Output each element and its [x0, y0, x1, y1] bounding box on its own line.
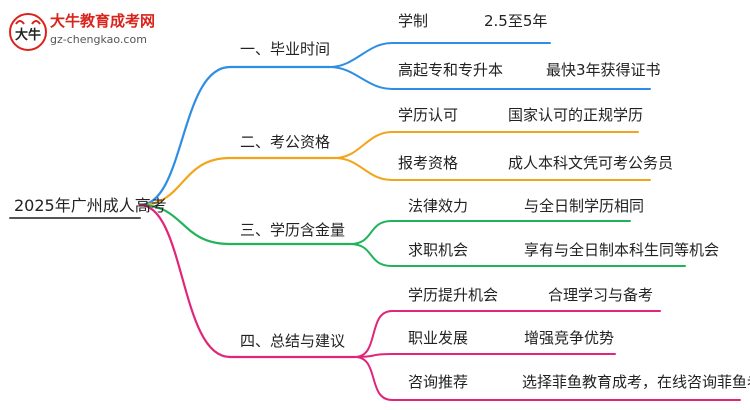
- branch-label-summary: 四、总结与建议: [240, 332, 346, 350]
- branch-label-civil-service: 二、考公资格: [240, 133, 331, 151]
- leaf-connector-civil-service-0: [334, 131, 639, 159]
- leaf-key-legal-effect: 法律效力: [408, 197, 469, 215]
- leaf-connector-civil-service-1: [334, 157, 651, 181]
- leaf-value-career-development: 增强竞争优势: [524, 329, 615, 347]
- leaf-key-career-development: 职业发展: [408, 329, 469, 347]
- logo-title: 大牛教育成考网: [50, 12, 156, 30]
- leaf-key-duration: 学制: [398, 12, 429, 30]
- branch-label-graduation-time: 一、毕业时间: [240, 40, 331, 58]
- logo-url: gz-chengkao.com: [50, 33, 147, 46]
- branch-connector-civil-service: [138, 156, 337, 207]
- leaf-value-recognition: 国家认可的正规学历: [508, 106, 644, 124]
- ox-head-logo-icon: 大牛: [9, 13, 47, 51]
- leaf-connector-summary-2: [354, 356, 741, 401]
- leaf-key-recognition: 学历认可: [398, 106, 459, 124]
- branch-connector-degree-value: [138, 203, 352, 246]
- leaf-value-program-types: 最快3年获得证书: [546, 61, 661, 79]
- leaf-value-job-opportunity: 享有与全日制本科生同等机会: [524, 241, 720, 259]
- leaf-value-eligibility: 成人本科文凭可考公务员: [508, 154, 674, 172]
- leaf-key-job-opportunity: 求职机会: [408, 241, 469, 259]
- leaf-connector-degree-value-0: [349, 220, 631, 245]
- leaf-value-upgrade-opportunity: 合理学习与备考: [548, 286, 654, 304]
- leaf-connector-summary-0: [354, 310, 661, 358]
- leaf-connector-graduation-time-0: [329, 42, 551, 68]
- leaf-key-upgrade-opportunity: 学历提升机会: [408, 286, 499, 304]
- logo-mark-text: 大牛: [15, 27, 41, 43]
- branch-label-degree-value: 三、学历含金量: [240, 221, 346, 239]
- leaf-connector-summary-1: [354, 353, 616, 358]
- leaf-key-program-types: 高起专和专升本: [398, 61, 504, 79]
- leaf-key-eligibility: 报考资格: [398, 154, 459, 172]
- leaf-value-duration: 2.5至5年: [484, 12, 548, 30]
- leaf-value-consulting: 选择菲鱼教育成考，在线咨询菲鱼老师: [522, 373, 750, 391]
- branch-connector-summary: [138, 203, 357, 359]
- branch-connector-graduation-time: [138, 65, 332, 207]
- leaf-key-consulting: 咨询推荐: [408, 373, 469, 391]
- leaf-value-legal-effect: 与全日制学历相同: [524, 197, 645, 215]
- site-logo[interactable]: 大牛 大牛教育成考网 gz-chengkao.com: [8, 10, 168, 54]
- root-node-label: 2025年广州成人高考: [14, 196, 167, 215]
- leaf-connector-graduation-time-1: [329, 66, 651, 90]
- leaf-connector-degree-value-1: [349, 243, 686, 267]
